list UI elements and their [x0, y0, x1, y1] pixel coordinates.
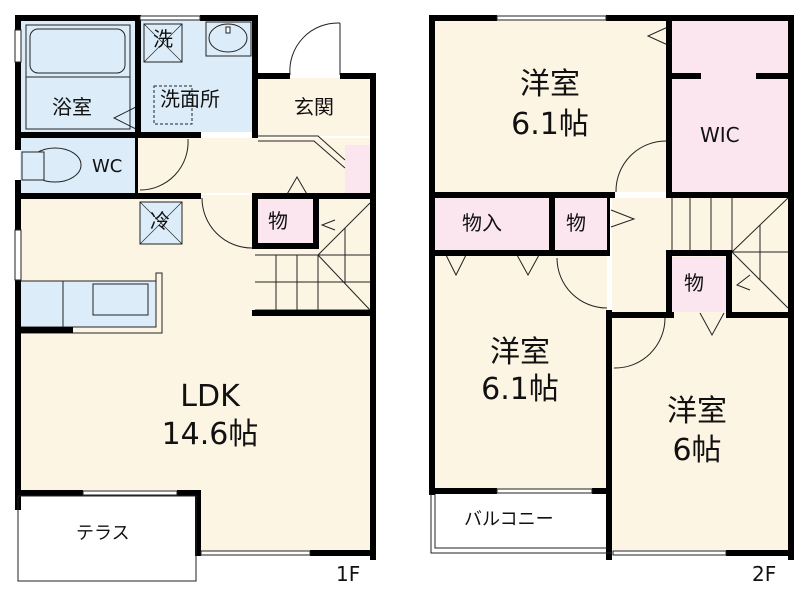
bath-label: 浴室 [52, 95, 92, 119]
floor-label-1f: 1F [336, 562, 361, 586]
entrance-label: 玄関 [294, 95, 334, 119]
western-room-2-name: 洋室 [490, 335, 550, 370]
closet-label: 物入 [462, 211, 502, 235]
terrace-label: テラス [76, 523, 130, 544]
wic-label: WIC [700, 123, 740, 147]
western-room-3-name: 洋室 [667, 394, 727, 429]
storage-2f-b-label: 物 [684, 271, 704, 295]
balcony-label: バルコニー [464, 509, 554, 530]
second-floor [429, 15, 794, 560]
washroom-label: 洗面所 [160, 87, 220, 111]
fridge-label: 冷 [150, 209, 170, 233]
ldk-size: 14.6帖 [161, 417, 259, 452]
storage-1f-label: 物 [268, 209, 288, 233]
western-room-1-name: 洋室 [520, 67, 580, 102]
western-room-3-size: 6帖 [672, 433, 722, 468]
storage-2f-a-label: 物 [566, 211, 586, 235]
western-room-2-size: 6.1帖 [481, 372, 559, 407]
washer-label: 洗 [153, 27, 173, 51]
first-floor [14, 15, 376, 582]
western-room-1-size: 6.1帖 [511, 107, 589, 142]
ldk-name: LDK [180, 379, 240, 414]
floor-label-2f: 2F [752, 562, 777, 586]
wc-label: WC [92, 156, 123, 177]
